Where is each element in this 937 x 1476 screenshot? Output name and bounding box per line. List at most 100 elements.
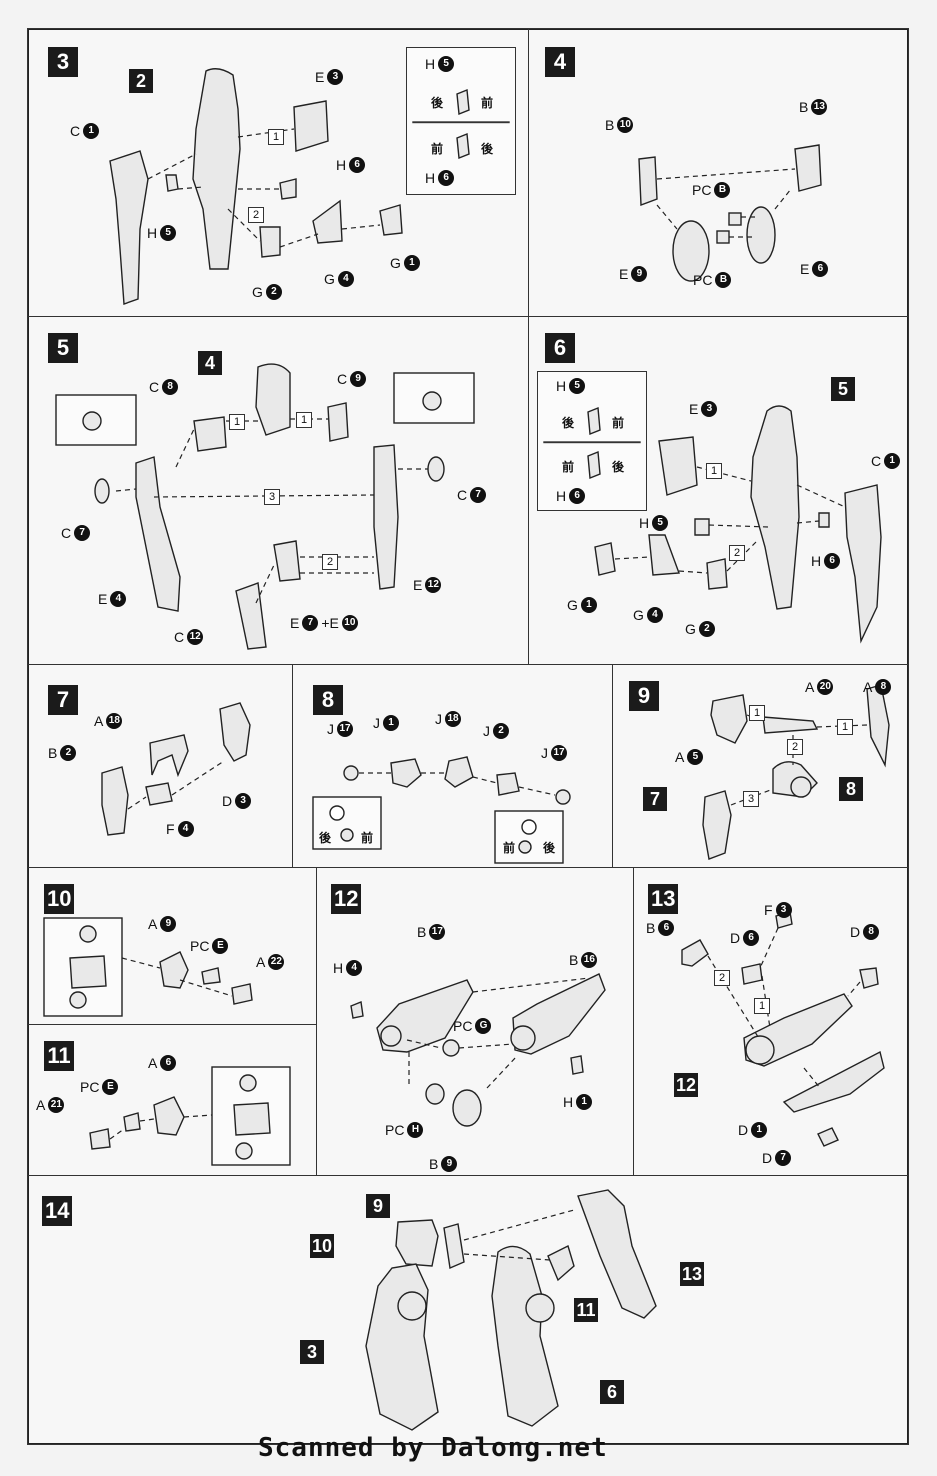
thigh-part-illustration	[89, 1066, 291, 1166]
ref-step: 13	[680, 1262, 705, 1286]
leg-assembly-illustration	[365, 1189, 657, 1431]
step-number: 13	[648, 884, 679, 914]
front-label: 前	[431, 142, 444, 156]
sequence-marker: 2	[729, 545, 745, 561]
sequence-marker: 1	[706, 463, 722, 479]
back-label: 後	[562, 416, 575, 430]
step-number: 14	[42, 1196, 73, 1226]
step-number: 12	[331, 884, 362, 914]
step-number: 10	[44, 884, 75, 914]
sequence-marker: 2	[248, 207, 264, 223]
ref-step: 10	[310, 1234, 335, 1258]
front-label: 前	[361, 831, 374, 845]
front-label: 前	[612, 416, 625, 430]
waist-part-illustration	[702, 684, 890, 860]
ref-step: 9	[366, 1194, 390, 1218]
sequence-marker: 1	[296, 412, 312, 428]
step-number: 9	[629, 681, 659, 711]
piece-orientation-icon	[543, 407, 641, 479]
step-number: 4	[545, 47, 575, 77]
sequence-marker: 2	[322, 554, 338, 570]
scanner-credit: Scanned by Dalong.net	[258, 1433, 608, 1463]
ref-step: 5	[831, 377, 855, 401]
sequence-marker: 1	[229, 414, 245, 430]
back-label: 後	[431, 96, 444, 110]
front-label: 前	[562, 460, 575, 474]
ref-step: 7	[643, 787, 667, 811]
back-label: 後	[612, 460, 625, 474]
torso-part-illustration	[109, 68, 403, 305]
ref-step: 11	[574, 1298, 598, 1322]
step-number: 8	[313, 685, 343, 715]
ref-step: 8	[839, 777, 863, 801]
front-label: 前	[481, 96, 494, 110]
step-14-panel: 14 9 10 13 11 3 6	[27, 1175, 909, 1445]
step-number: 5	[48, 333, 78, 363]
sequence-marker: 3	[743, 791, 759, 807]
step-number: 6	[545, 333, 575, 363]
back-label: 後	[319, 831, 332, 845]
ref-step: 2	[129, 69, 153, 93]
shin-part-illustration	[350, 973, 606, 1127]
